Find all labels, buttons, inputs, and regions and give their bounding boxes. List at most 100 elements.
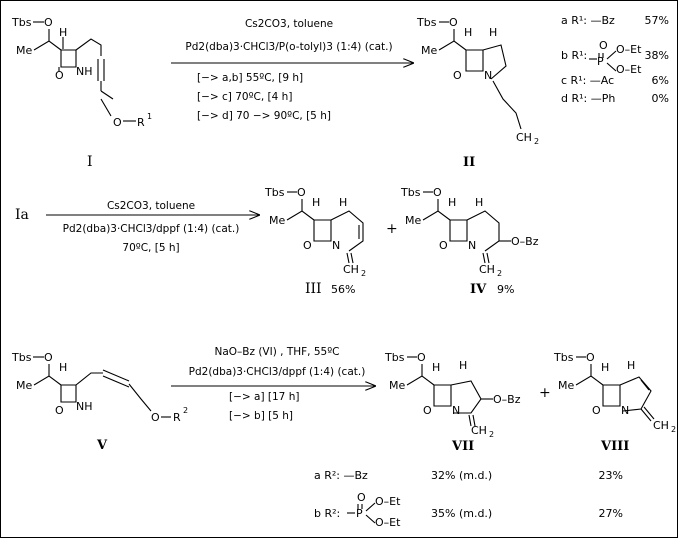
svg-text:O: O: [453, 69, 462, 82]
svg-text:H: H: [475, 196, 483, 209]
svg-text:O–Et: O–Et: [616, 43, 642, 56]
yield-VIII-a: 23%: [599, 469, 623, 482]
svg-text:Tbs: Tbs: [11, 351, 32, 364]
svg-text:H: H: [312, 196, 320, 209]
yield-d: 0%: [652, 92, 669, 105]
sub-b: b R¹:: [561, 49, 587, 62]
svg-text:CH: CH: [479, 263, 495, 276]
svg-text:Me: Me: [558, 379, 574, 392]
svg-text:O: O: [55, 404, 64, 417]
sub2-b: b R²:: [314, 507, 340, 520]
plus-2: +: [386, 221, 398, 237]
arrow-3: NaO–Bz (VI) , THF, 55ºC Pd2(dba)3·CHCl3/…: [171, 346, 375, 422]
compound-IV: Tbs O Me H H O–Bz O N CH 2 IV 9%: [400, 186, 539, 297]
yield-VII-a: 32% (m.d.): [431, 469, 492, 482]
substituent-table-2: a R²: —Bz 32% (m.d.) 23% b R²: O P O–Et …: [314, 469, 623, 529]
atom-r1: R: [137, 116, 145, 129]
cond1-line4: [−> c] 70ºC, [4 h]: [197, 91, 292, 103]
svg-text:Me: Me: [389, 379, 405, 392]
cond2-line3: 70ºC, [5 h]: [122, 242, 179, 254]
atom-tbs: Tbs: [11, 16, 32, 29]
substituent-table-1: a R¹: —Bz 57% b R¹: O P O–Et O–Et 38% c …: [561, 14, 669, 105]
cond2-line2: Pd2(dba)3·CHCl3/dppf (1:4) (cat.): [63, 223, 240, 235]
svg-text:P: P: [356, 507, 363, 520]
atom-n: N: [484, 69, 492, 82]
svg-text:H: H: [432, 361, 440, 374]
start-Ia: Ia: [15, 207, 29, 223]
svg-text:Me: Me: [16, 379, 32, 392]
svg-text:2: 2: [497, 269, 502, 278]
label-IV: IV: [470, 282, 487, 297]
compound-V: Tbs O Me H O NH O R 2 V: [11, 351, 188, 453]
svg-text:N: N: [332, 239, 340, 252]
svg-text:NH: NH: [76, 400, 93, 413]
cond1-line2: Pd2(dba)3·CHCl3/P(o-tolyl)3 (1:4) (cat.): [185, 41, 392, 53]
cond3-line4: [−> b] [5 h]: [229, 410, 293, 422]
svg-text:Tbs: Tbs: [384, 351, 405, 364]
svg-text:CH: CH: [343, 263, 359, 276]
svg-text:O: O: [439, 239, 448, 252]
svg-text:O: O: [151, 411, 160, 424]
cond1-line3: [−> a,b] 55ºC, [9 h]: [197, 72, 303, 84]
sub-c: c R¹: —Ac: [561, 74, 614, 87]
svg-text:O: O: [55, 69, 64, 82]
sub-d: d R¹: —Ph: [561, 92, 615, 105]
label-VII: VII: [451, 439, 474, 454]
svg-text:O: O: [449, 16, 458, 29]
svg-text:N: N: [621, 404, 629, 417]
svg-text:O: O: [44, 351, 53, 364]
svg-text:Me: Me: [421, 44, 437, 57]
svg-text:2: 2: [534, 137, 539, 146]
yield-VII-b: 35% (m.d.): [431, 507, 492, 520]
svg-text:H: H: [59, 361, 67, 374]
svg-text:O: O: [417, 351, 426, 364]
svg-text:H: H: [627, 359, 635, 372]
svg-text:H: H: [464, 26, 472, 39]
svg-text:2: 2: [671, 425, 676, 434]
svg-text:CH: CH: [653, 419, 669, 432]
svg-text:CH: CH: [471, 424, 487, 437]
svg-text:H: H: [489, 26, 497, 39]
svg-text:O: O: [297, 186, 306, 199]
label-V: V: [96, 438, 108, 453]
svg-text:O: O: [599, 39, 608, 52]
svg-text:O: O: [303, 239, 312, 252]
yield-a: 57%: [645, 14, 669, 27]
svg-text:O–Et: O–Et: [616, 63, 642, 76]
svg-text:O–Et: O–Et: [375, 516, 401, 529]
yield-IV: 9%: [497, 283, 514, 296]
cond3-line2: Pd2(dba)3·CHCl3/dppf (1:4) (cat.): [189, 366, 366, 378]
atom-o: O: [44, 16, 53, 29]
label-I: I: [87, 154, 93, 170]
svg-text:P: P: [597, 55, 604, 68]
svg-text:O: O: [113, 116, 122, 129]
svg-text:O–Bz: O–Bz: [493, 393, 521, 406]
cond3-line1: NaO–Bz (VI) , THF, 55ºC: [214, 346, 339, 358]
svg-text:2: 2: [361, 269, 366, 278]
atom-me: Me: [16, 44, 32, 57]
svg-text:CH: CH: [516, 131, 532, 144]
svg-text:H: H: [459, 359, 467, 372]
compound-VII: Tbs O Me H H O–Bz O N CH 2 VII: [384, 351, 521, 454]
compound-VIII: Tbs O Me H H O N CH 2 VIII: [553, 351, 676, 454]
svg-text:H: H: [448, 196, 456, 209]
yield-b: 38%: [645, 49, 669, 62]
sub2-a: a R²: —Bz: [314, 469, 368, 482]
label-III: III: [305, 281, 322, 297]
reaction-2: Ia Cs2CO3, toluene Pd2(dba)3·CHCl3/dppf …: [15, 200, 259, 254]
yield-c: 6%: [652, 74, 669, 87]
svg-text:1: 1: [147, 112, 152, 121]
svg-text:H: H: [339, 196, 347, 209]
svg-text:2: 2: [183, 406, 188, 415]
svg-text:Tbs: Tbs: [416, 16, 437, 29]
atom-nh: NH: [76, 65, 93, 78]
arrow-1: Cs2CO3, toluene Pd2(dba)3·CHCl3/P(o-toly…: [171, 18, 413, 122]
svg-text:H: H: [601, 361, 609, 374]
svg-text:O–Et: O–Et: [375, 495, 401, 508]
compound-II: Tbs O Me H H O N CH 2 II: [416, 16, 539, 170]
atom-h: H: [59, 26, 67, 39]
svg-text:Tbs: Tbs: [553, 351, 574, 364]
svg-text:N: N: [468, 239, 476, 252]
